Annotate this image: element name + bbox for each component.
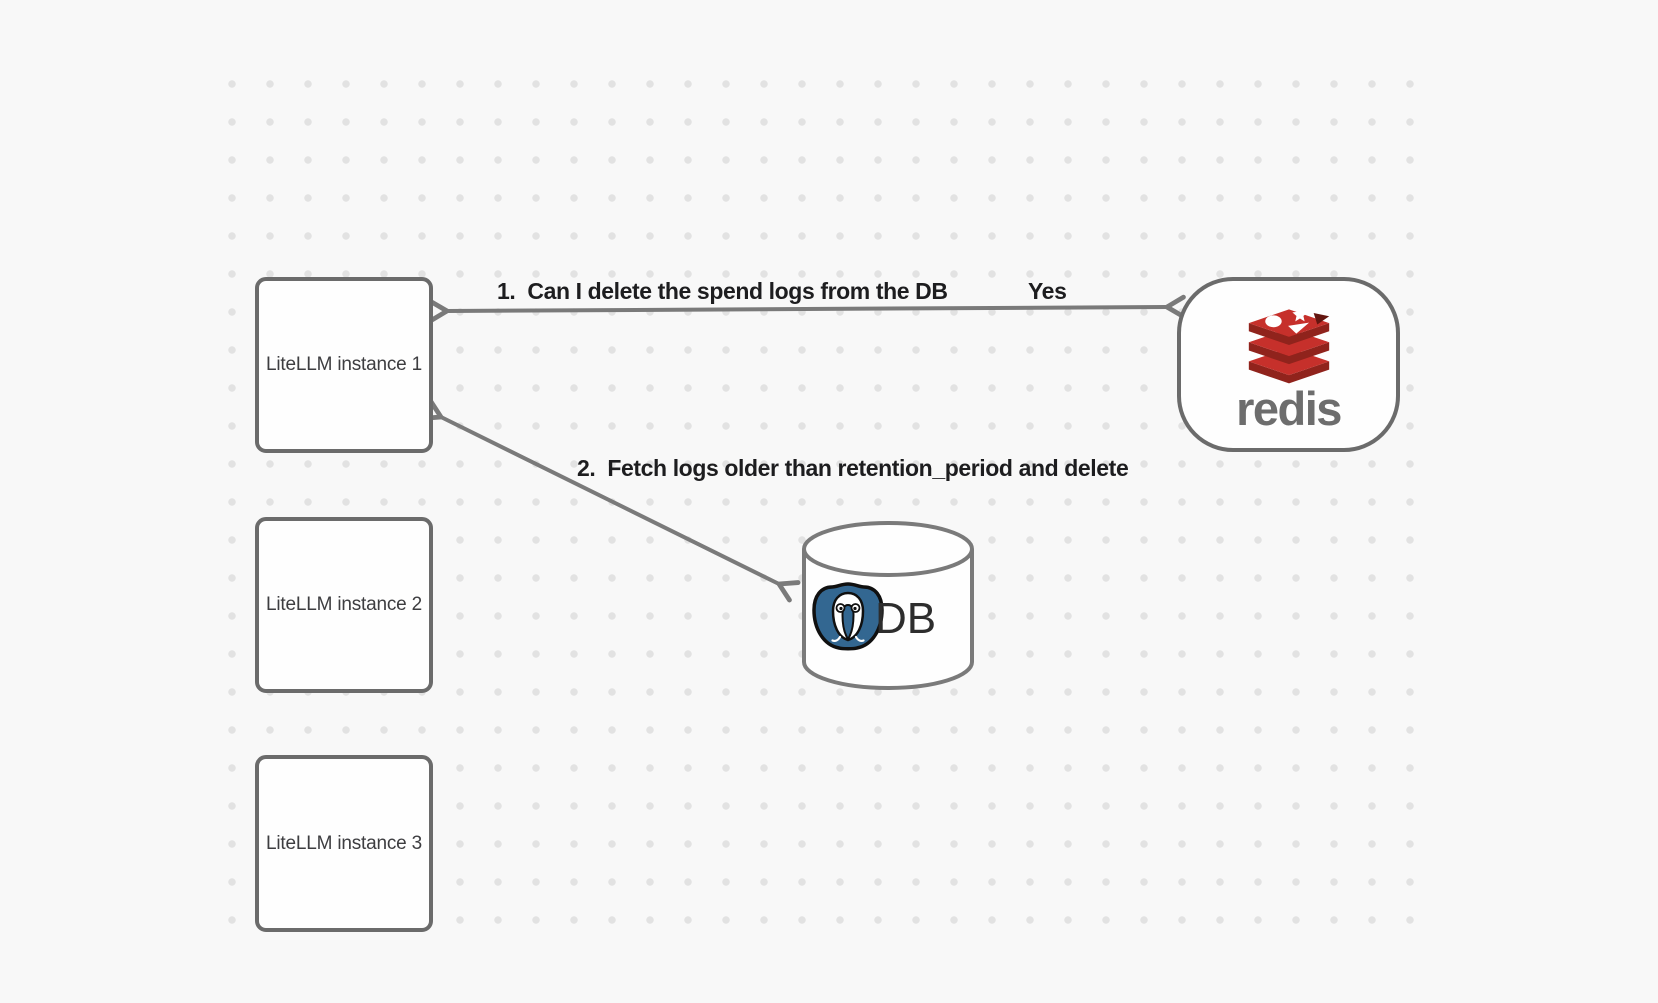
- node-litellm-instance-1-label: LiteLLM instance 1: [266, 354, 422, 375]
- node-litellm-instance-1[interactable]: LiteLLM instance 1: [255, 277, 433, 453]
- edge-1-response-label[interactable]: Yes: [1028, 278, 1067, 304]
- arrow-can-i-delete[interactable]: [428, 294, 1186, 324]
- node-redis[interactable]: redis: [1177, 277, 1400, 452]
- edge-1-label[interactable]: 1. Can I delete the spend logs from the …: [497, 278, 948, 304]
- arrow-fetch-logs[interactable]: [419, 398, 801, 603]
- postgresql-logo-icon: [812, 582, 884, 651]
- redis-logo-icon: [1248, 306, 1329, 384]
- database-label: DB: [875, 594, 937, 643]
- edge-2-label[interactable]: 2. Fetch logs older than retention_perio…: [577, 455, 1129, 481]
- node-litellm-instance-2[interactable]: LiteLLM instance 2: [255, 517, 433, 693]
- node-database[interactable]: DB: [799, 517, 977, 694]
- redis-wordmark: redis: [1236, 382, 1342, 435]
- node-litellm-instance-3-label: LiteLLM instance 3: [266, 832, 422, 854]
- node-litellm-instance-3[interactable]: LiteLLM instance 3: [255, 755, 433, 932]
- node-litellm-instance-2-label: LiteLLM instance 2: [266, 594, 422, 615]
